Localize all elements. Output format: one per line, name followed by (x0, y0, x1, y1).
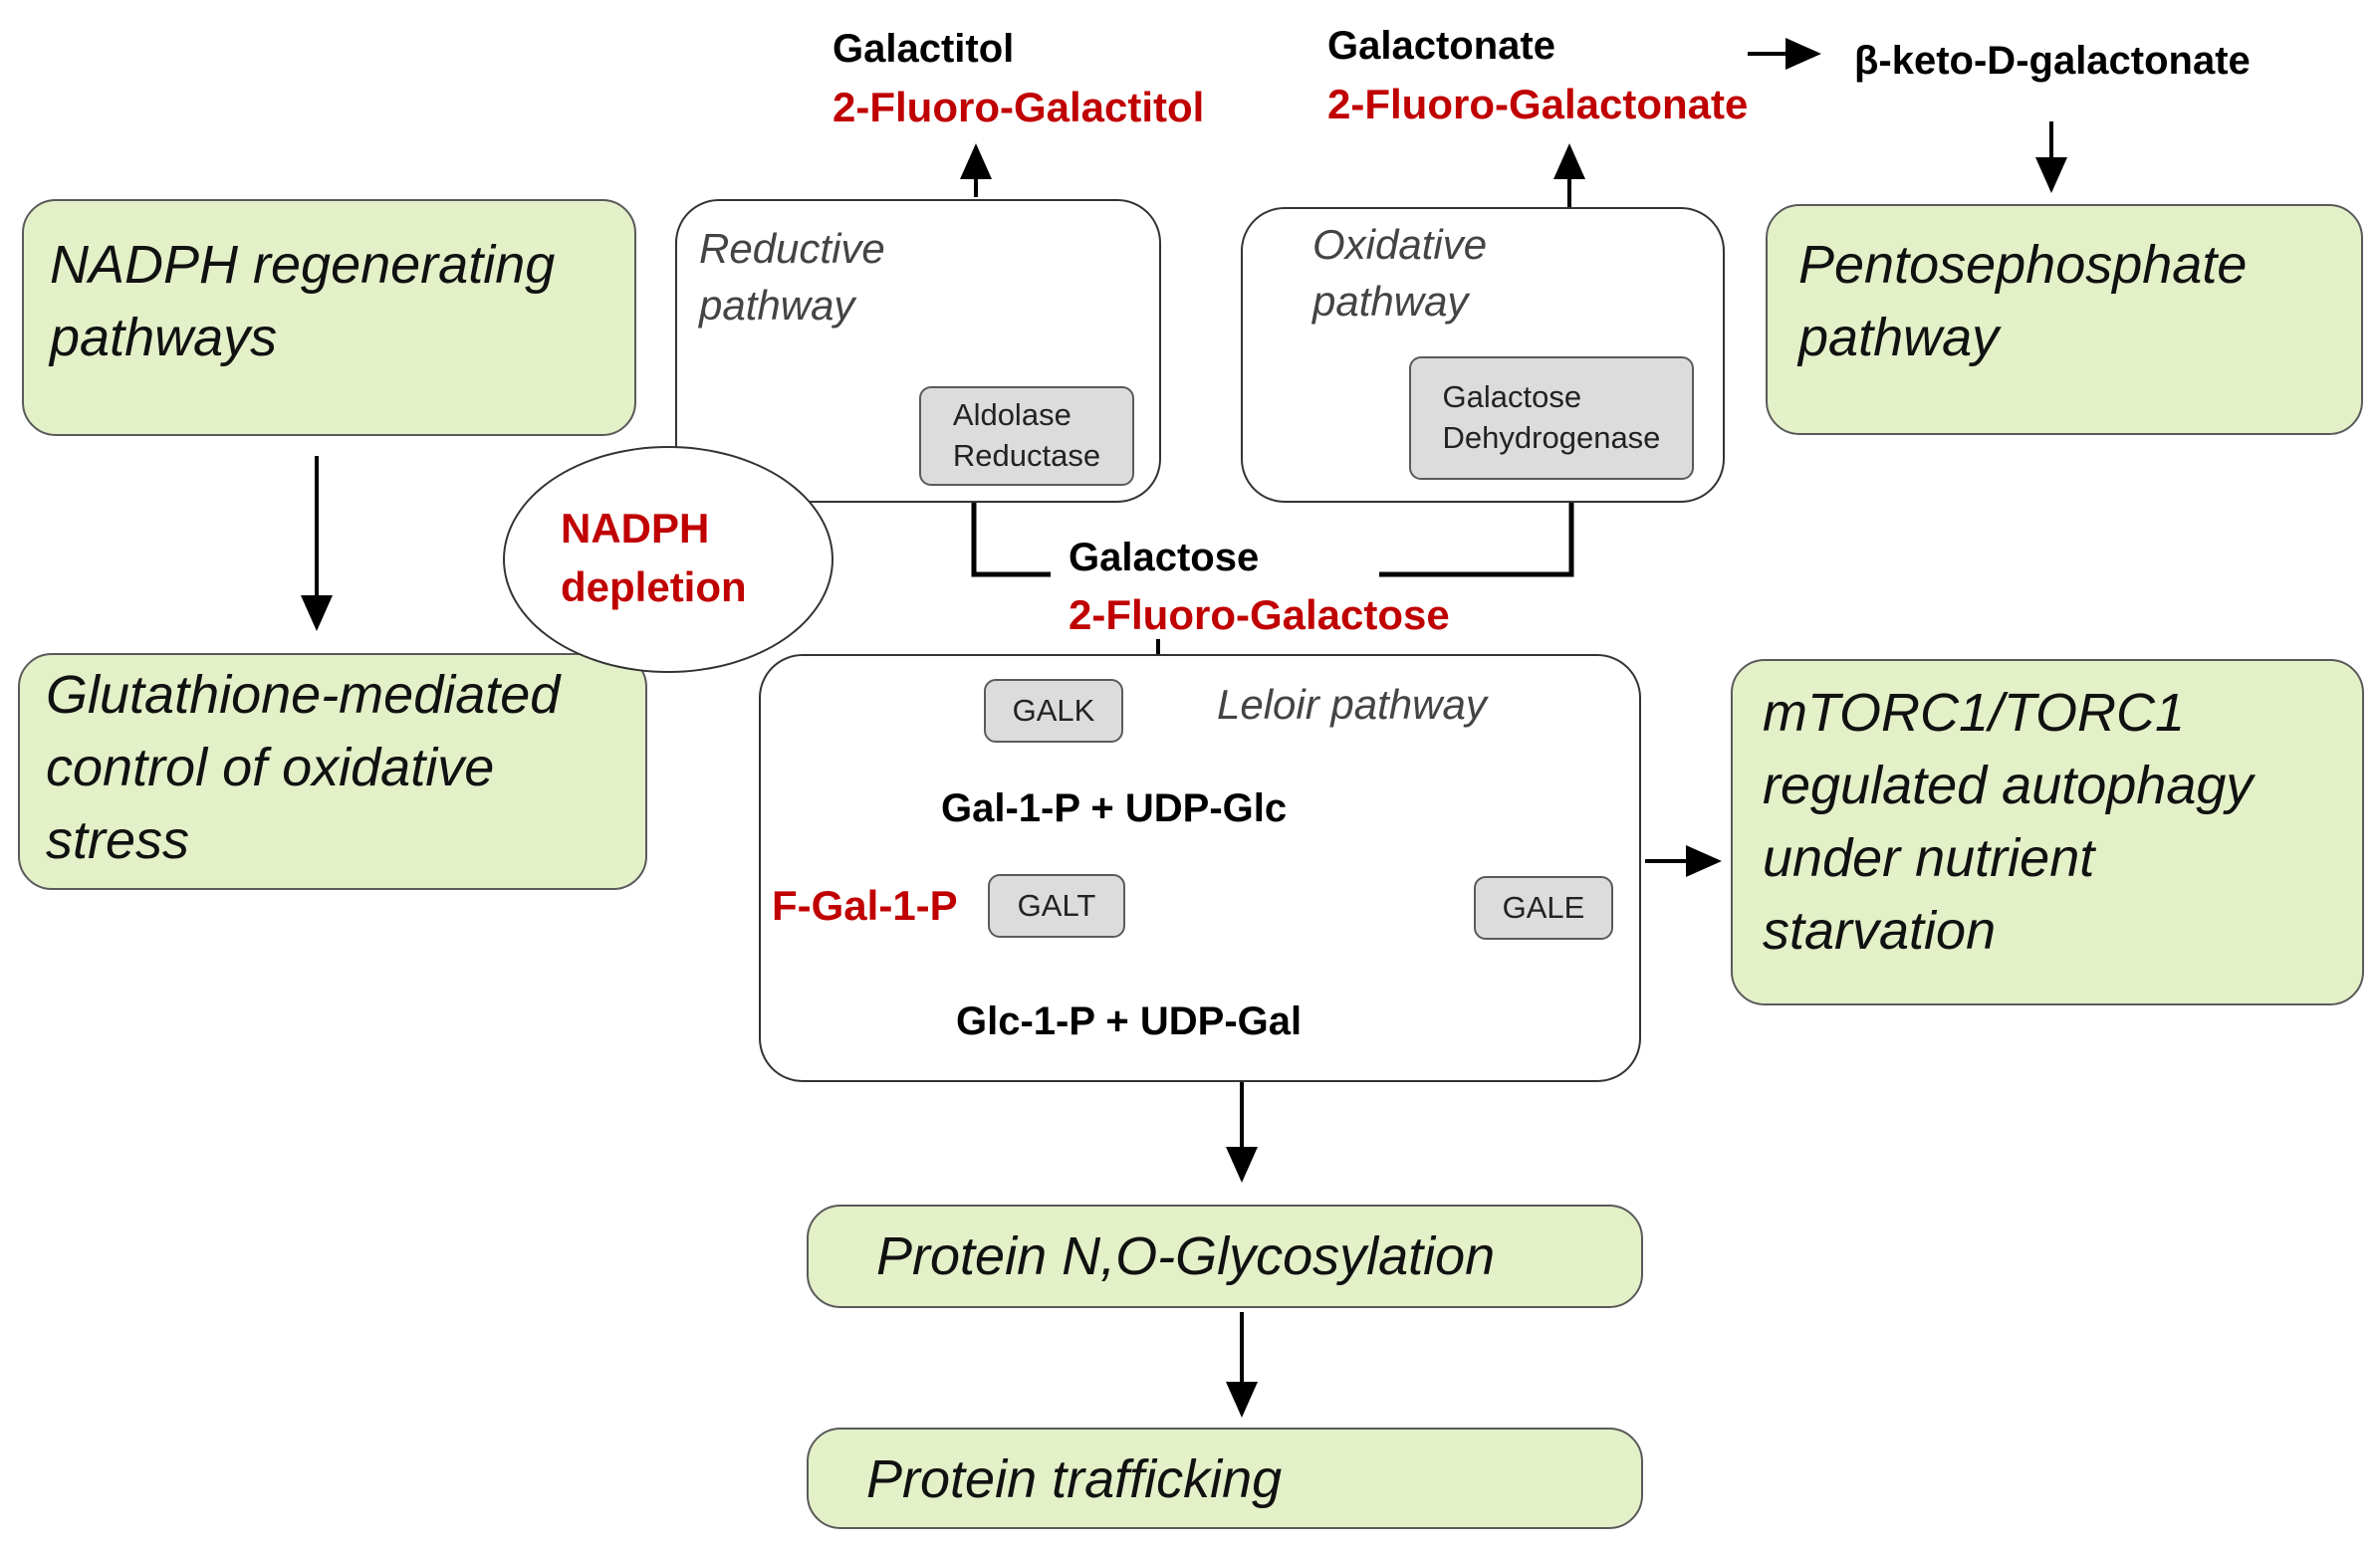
galk-enzyme: GALK (984, 679, 1123, 743)
oxidative-pathway-title: Oxidative pathway (1312, 221, 1488, 325)
leloir-pathway-box (759, 654, 1641, 1082)
glutathione-box (18, 653, 647, 890)
pentose-box (1766, 204, 2363, 435)
galactose-label: Galactose (1069, 536, 1260, 579)
glutathione-label: Glutathione-mediated control of oxidativ… (46, 665, 561, 870)
mtorc-box (1731, 659, 2364, 1005)
nadph-regenerating-label: NADPH regenerating pathways (50, 235, 556, 367)
gal1p-udpglc-label: Gal-1-P + UDP-Glc (941, 786, 1288, 830)
glycosylation-box (807, 1205, 1643, 1308)
gale-enzyme: GALE (1474, 876, 1613, 940)
nadph-depletion-label: NADPH depletion (561, 505, 747, 610)
gale-label: GALE (1502, 889, 1585, 925)
reductive-pathway-title: Reductive pathway (699, 225, 885, 329)
aldolase-reductase-label: Aldolase Reductase (952, 397, 1101, 473)
galk-label: GALK (1012, 692, 1095, 728)
galactonate-label: Galactonate (1327, 24, 1555, 68)
galt-label: GALT (1017, 887, 1096, 923)
glycosylation-label: Protein N,O-Glycosylation (876, 1226, 1496, 1286)
connector-galactose-oxidative (1379, 503, 1574, 577)
fluoro-galactitol-label: 2-Fluoro-Galactitol (833, 84, 1205, 130)
fluoro-galactose-label: 2-Fluoro-Galactose (1069, 591, 1450, 638)
nadph-regenerating-box (22, 199, 636, 436)
leloir-pathway-title: Leloir pathway (1217, 681, 1487, 728)
trafficking-box (807, 1428, 1643, 1529)
galactose-dehydrogenase-label: Galactose Dehydrogenase (1442, 379, 1661, 455)
fgal1p-label: F-Gal-1-P (772, 882, 958, 929)
pentose-label: Pentosephosphate pathway (1798, 235, 2248, 367)
fluoro-galactonate-label: 2-Fluoro-Galactonate (1327, 81, 1749, 127)
nadph-depletion-ellipse (503, 446, 833, 673)
galactose-dehydrogenase-enzyme: Galactose Dehydrogenase (1409, 356, 1694, 480)
galactitol-label: Galactitol (833, 27, 1015, 71)
glc1p-udpgal-label: Glc-1-P + UDP-Gal (956, 999, 1303, 1043)
beta-keto-galactonate-label: β-keto-D-galactonate (1854, 39, 2251, 83)
connector-galactose-reductive (971, 503, 1051, 577)
aldolase-reductase-enzyme: Aldolase Reductase (919, 386, 1134, 486)
mtorc-label: mTORC1/TORC1 regulated autophagy under n… (1763, 683, 2254, 961)
trafficking-label: Protein trafficking (866, 1449, 1283, 1509)
galt-enzyme: GALT (988, 874, 1125, 938)
